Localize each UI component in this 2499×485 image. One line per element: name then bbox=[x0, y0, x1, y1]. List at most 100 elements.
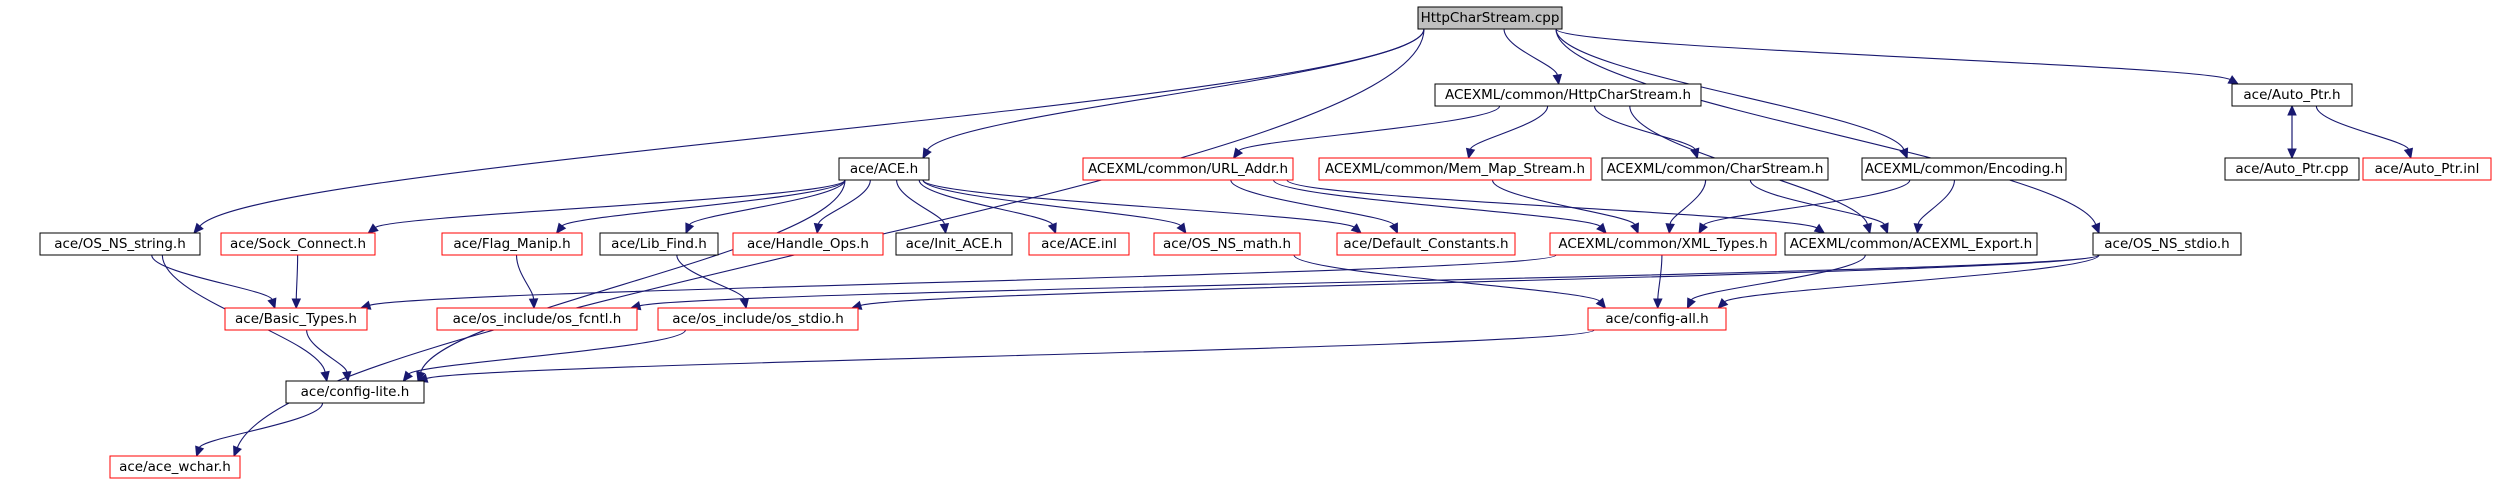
node-lib_find[interactable]: ace/Lib_Find.h bbox=[599, 232, 719, 256]
arrowhead-root-to-os_ns_stdio bbox=[2091, 222, 2101, 235]
arrowhead-url_addr-to-acexml_export bbox=[1813, 223, 1826, 234]
arrowhead-ace_h-to-handle_ops bbox=[813, 222, 824, 235]
node-label-handle_ops: ace/Handle_Ops.h bbox=[747, 236, 869, 252]
node-handle_ops: ace/Handle_Ops.h bbox=[732, 232, 884, 256]
arrowhead-charstream-to-acexml_export bbox=[1879, 222, 1889, 235]
arrowhead-ace_h-to-flag_manip bbox=[555, 222, 567, 234]
arrowhead-auto_ptr_h-to-auto_ptr_inl bbox=[2403, 147, 2414, 160]
edge-ace_h-to-lib_find bbox=[689, 179, 846, 226]
edge-xml_types-to-basic_types bbox=[369, 254, 1557, 306]
node-box-auto_ptr_h bbox=[2231, 83, 2353, 107]
arrowhead-root-to-encoding bbox=[1899, 147, 1909, 160]
node-os_ns_stdio[interactable]: ace/OS_NS_stdio.h bbox=[2092, 232, 2242, 256]
arrowhead-url_addr-to-default_constants bbox=[1389, 222, 1398, 235]
node-mem_map: ACEXML/common/Mem_Map_Stream.h bbox=[1318, 157, 1592, 181]
edge-ace_h-to-ace_inl bbox=[918, 179, 1054, 225]
node-label-default_constants: ace/Default_Constants.h bbox=[1343, 236, 1508, 252]
node-auto_ptr_inl: ace/Auto_Ptr.inl bbox=[2362, 157, 2492, 181]
arrowhead-os_ns_string-to-config_lite bbox=[320, 370, 330, 383]
node-flag_manip: ace/Flag_Manip.h bbox=[441, 232, 583, 256]
edge-acexml_export-to-config_all bbox=[1690, 254, 1866, 301]
node-box-ace_h bbox=[838, 157, 930, 181]
node-default_constants: ace/Default_Constants.h bbox=[1336, 232, 1516, 256]
node-box-acexml_http bbox=[1434, 83, 1702, 107]
node-os_ns_math: ace/OS_NS_math.h bbox=[1153, 232, 1301, 256]
node-config_lite[interactable]: ace/config-lite.h bbox=[285, 380, 425, 404]
node-config_all: ace/config-all.h bbox=[1587, 307, 1727, 331]
edge-root-to-encoding bbox=[1555, 28, 1905, 150]
node-box-mem_map bbox=[1318, 157, 1592, 181]
edge-root-to-os_ns_stdio bbox=[1555, 28, 2097, 225]
edge-acexml_http-to-mem_map bbox=[1469, 105, 1549, 150]
node-root[interactable]: HttpCharStream.cpp bbox=[1417, 6, 1563, 30]
node-box-os_ns_math bbox=[1153, 232, 1301, 256]
arrowhead-encoding-to-xml_types bbox=[1698, 222, 1708, 235]
arrowhead-charstream-to-xml_types bbox=[1665, 223, 1675, 235]
edge-ace_h-to-config_lite bbox=[420, 179, 846, 373]
node-acexml_export[interactable]: ACEXML/common/ACEXML_Export.h bbox=[1784, 232, 2038, 256]
edge-os_ns_math-to-config_all bbox=[1293, 254, 1601, 302]
node-encoding[interactable]: ACEXML/common/Encoding.h bbox=[1861, 157, 2067, 181]
node-box-root bbox=[1417, 6, 1563, 30]
node-label-flag_manip: ace/Flag_Manip.h bbox=[453, 236, 570, 252]
arrowhead-os_ns_math-to-config_all bbox=[1595, 297, 1607, 309]
node-label-os_ns_math: ace/OS_NS_math.h bbox=[1163, 236, 1291, 252]
node-label-url_addr: ACEXML/common/URL_Addr.h bbox=[1088, 161, 1288, 177]
node-box-config_all bbox=[1587, 307, 1727, 331]
node-box-auto_ptr_cpp bbox=[2224, 157, 2360, 181]
arrowhead-os_ns_stdio-to-config_all bbox=[1717, 297, 1729, 309]
node-box-os_stdio bbox=[657, 307, 859, 331]
node-box-config_lite bbox=[285, 380, 425, 404]
node-label-os_ns_stdio: ace/OS_NS_stdio.h bbox=[2104, 236, 2229, 252]
node-box-init_ace bbox=[895, 232, 1013, 256]
node-label-auto_ptr_cpp: ace/Auto_Ptr.cpp bbox=[2235, 161, 2348, 177]
node-auto_ptr_h[interactable]: ace/Auto_Ptr.h bbox=[2231, 83, 2353, 107]
node-ace_inl: ace/ACE.inl bbox=[1028, 232, 1130, 256]
node-auto_ptr_cpp[interactable]: ace/Auto_Ptr.cpp bbox=[2224, 157, 2360, 181]
node-label-ace_h: ace/ACE.h bbox=[850, 161, 918, 177]
edge-root-to-acexml_http bbox=[1503, 28, 1558, 76]
edge-root-to-os_ns_string bbox=[199, 28, 1425, 227]
node-sock_connect: ace/Sock_Connect.h bbox=[220, 232, 376, 256]
node-label-os_ns_string: ace/OS_NS_string.h bbox=[54, 236, 186, 252]
node-label-acexml_http: ACEXML/common/HttpCharStream.h bbox=[1445, 87, 1691, 103]
arrowhead-root-to-ace_wchar bbox=[233, 445, 242, 458]
node-acexml_http[interactable]: ACEXML/common/HttpCharStream.h bbox=[1434, 83, 1702, 107]
arrowhead-ace_h-to-init_ace bbox=[939, 222, 950, 235]
arrowhead-ace_h-to-config_lite bbox=[416, 370, 426, 383]
node-box-sock_connect bbox=[220, 232, 376, 256]
arrowhead-sock_connect-to-basic_types bbox=[291, 298, 302, 310]
node-box-url_addr bbox=[1082, 157, 1294, 181]
node-init_ace[interactable]: ace/Init_ACE.h bbox=[895, 232, 1013, 256]
node-label-os_stdio: ace/os_include/os_stdio.h bbox=[672, 311, 844, 327]
arrowhead-os_stdio-to-config_lite bbox=[402, 370, 413, 382]
node-label-xml_types: ACEXML/common/XML_Types.h bbox=[1558, 236, 1767, 252]
edge-ace_h-to-sock_connect bbox=[375, 179, 846, 228]
node-ace_h[interactable]: ace/ACE.h bbox=[838, 157, 930, 181]
node-charstream[interactable]: ACEXML/common/CharStream.h bbox=[1601, 157, 1829, 181]
node-label-init_ace: ace/Init_ACE.h bbox=[906, 236, 1003, 252]
edge-sock_connect-to-basic_types bbox=[295, 254, 299, 300]
arrowhead-ace_h-to-default_constants bbox=[1350, 223, 1362, 234]
edge-xml_types-to-config_all bbox=[1657, 254, 1663, 300]
node-label-os_fcntl: ace/os_include/os_fcntl.h bbox=[453, 311, 622, 327]
node-box-ace_wchar bbox=[109, 455, 241, 479]
arrowhead-config_lite-to-ace_wchar bbox=[195, 445, 205, 458]
arrowhead-flag_manip-to-os_fcntl bbox=[528, 298, 539, 310]
node-box-auto_ptr_inl bbox=[2362, 157, 2492, 181]
edge-ace_h-to-os_ns_math bbox=[922, 179, 1182, 227]
edge-lib_find-to-os_stdio bbox=[676, 254, 746, 300]
node-label-root: HttpCharStream.cpp bbox=[1421, 10, 1560, 26]
arrowhead-acexml_export-to-config_all bbox=[1686, 297, 1696, 310]
node-label-ace_wchar: ace/ace_wchar.h bbox=[119, 459, 231, 475]
node-box-charstream bbox=[1601, 157, 1829, 181]
arrowhead-acexml_http-to-url_addr bbox=[1232, 147, 1244, 159]
edge-ace_h-to-flag_manip bbox=[561, 179, 846, 227]
edge-acexml_http-to-charstream bbox=[1593, 105, 1696, 150]
node-label-encoding: ACEXML/common/Encoding.h bbox=[1865, 161, 2063, 177]
node-box-flag_manip bbox=[441, 232, 583, 256]
node-os_ns_string[interactable]: ace/OS_NS_string.h bbox=[39, 232, 201, 256]
edge-charstream-to-xml_types bbox=[1669, 179, 1707, 225]
arrowhead-root-to-auto_ptr_h bbox=[2227, 75, 2240, 85]
